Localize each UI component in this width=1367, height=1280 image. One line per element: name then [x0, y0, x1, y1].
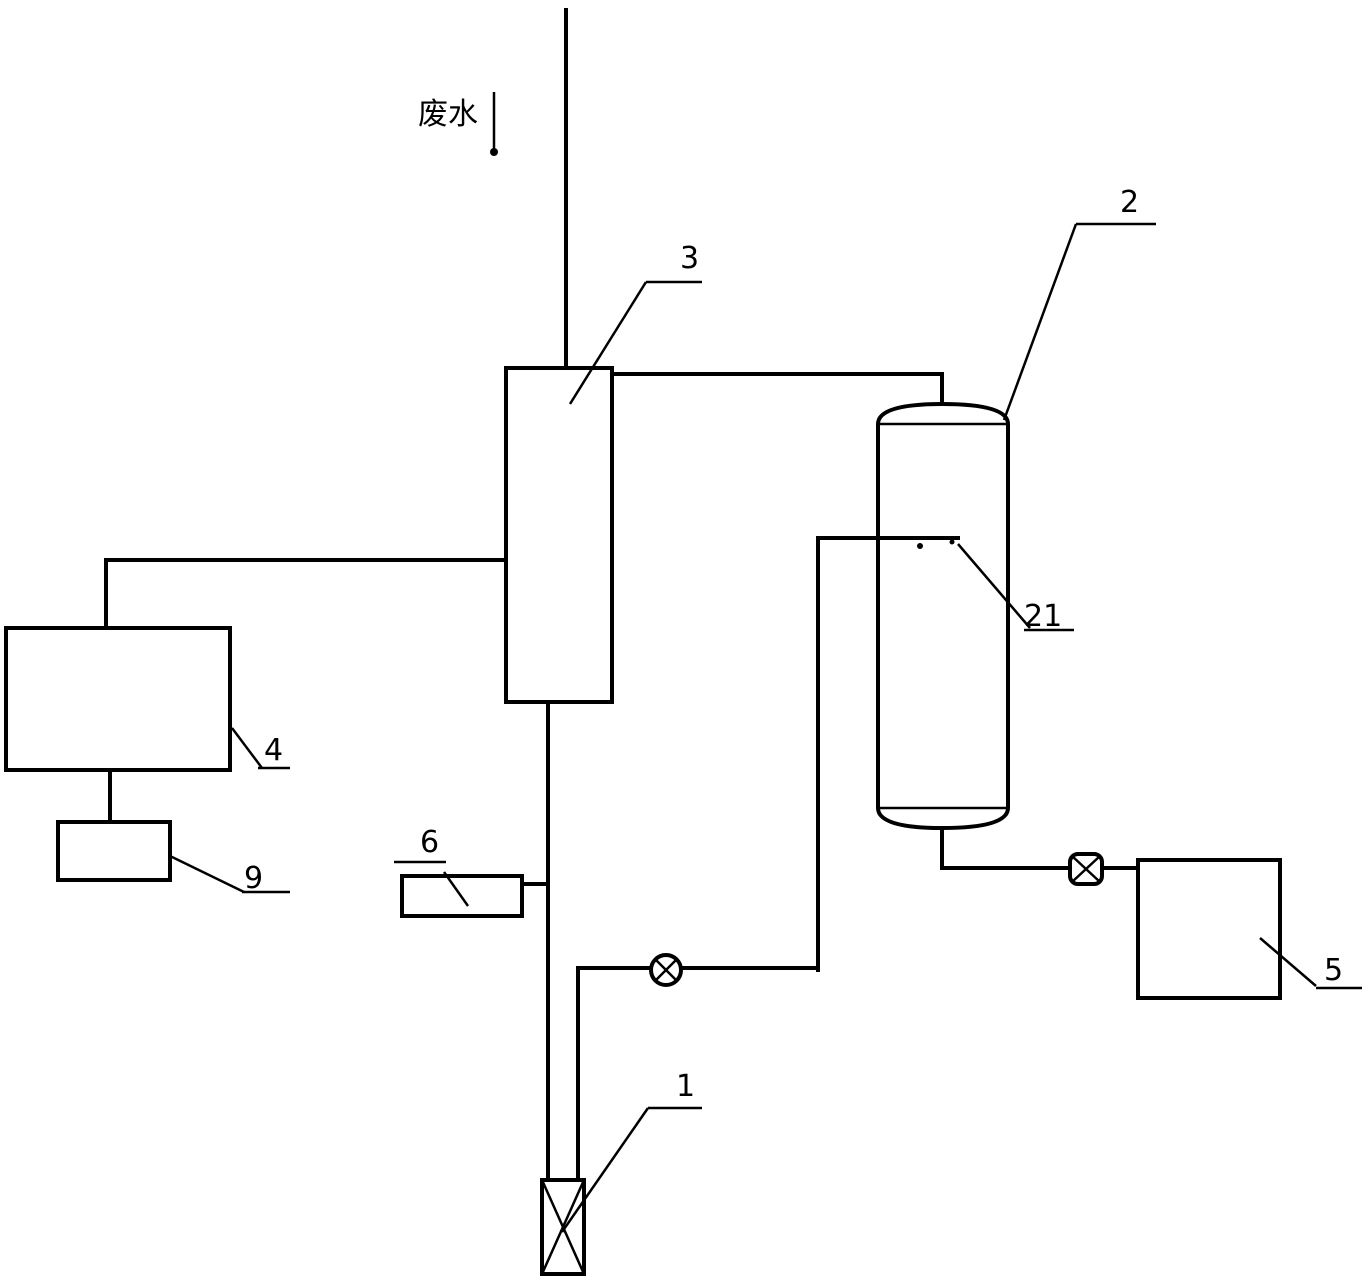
return-pipe-left	[576, 966, 650, 1180]
box-9	[56, 820, 172, 882]
leader-21	[957, 543, 1031, 629]
nozzle-21-dot-b	[949, 539, 955, 545]
inlet-label: 废水	[418, 97, 478, 132]
label-2: 2	[1120, 185, 1139, 220]
nozzle-21-pipe	[816, 536, 960, 972]
label-4: 4	[264, 733, 283, 768]
leader-6	[442, 871, 470, 907]
label-3: 3	[680, 241, 699, 276]
box-5	[1136, 858, 1282, 1000]
pipe-tank-to-valve	[940, 828, 1070, 870]
leader-2	[1002, 223, 1078, 421]
pipe-column-to-box-4	[104, 558, 506, 628]
leader-1	[560, 1107, 650, 1233]
box-6	[400, 874, 524, 918]
leader-9	[169, 854, 245, 894]
leader-4	[231, 727, 263, 769]
box-4	[4, 626, 232, 772]
column-3	[504, 366, 614, 704]
tank-2	[876, 401, 1010, 831]
label-9: 9	[244, 861, 263, 896]
pump-1	[540, 1178, 586, 1276]
nozzle-21-dot-a	[917, 543, 923, 549]
leader-3	[568, 281, 648, 405]
label-5: 5	[1324, 953, 1343, 988]
inlet-arrow-head	[490, 148, 498, 156]
label-21: 21	[1024, 599, 1062, 634]
pipe-column-to-tank	[612, 372, 944, 404]
leader-5	[1259, 937, 1317, 987]
valve-right	[1068, 852, 1104, 886]
label-6: 6	[420, 825, 439, 860]
label-1: 1	[676, 1069, 695, 1104]
valve-left	[649, 953, 683, 987]
